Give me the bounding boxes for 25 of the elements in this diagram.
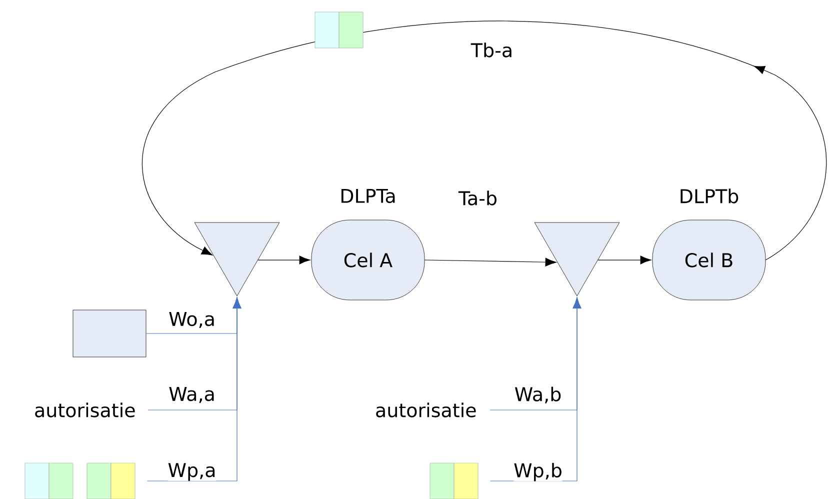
edge-label: Tb-a — [470, 42, 514, 58]
edge-label: Wp,a — [168, 463, 216, 481]
arrow — [142, 20, 827, 260]
token-icon — [86, 462, 136, 499]
edge-label: Wp,b — [514, 462, 562, 482]
arrow — [424, 258, 556, 266]
arrow — [258, 256, 310, 264]
edge-label: Wa,b — [514, 386, 562, 404]
input-label: autorisatie — [376, 402, 476, 418]
arrow — [598, 256, 652, 264]
edge-label: Ta-b — [458, 190, 498, 206]
cell-caption: DLPTa — [341, 188, 395, 204]
input-label: autorisatie — [35, 402, 135, 418]
cell-box: Cel B — [652, 220, 766, 300]
token-icon — [430, 462, 478, 499]
token-icon — [24, 462, 74, 499]
source-box — [72, 310, 146, 358]
arrow — [146, 297, 242, 482]
arrow — [490, 297, 582, 482]
edge-label: Wo,a — [168, 312, 216, 328]
merge-triangle — [534, 222, 620, 296]
cell-caption: DLPTb — [680, 188, 738, 204]
cell-box: Cel A — [311, 220, 425, 300]
edge-label: Wa,a — [168, 386, 216, 404]
merge-triangle — [194, 222, 280, 296]
